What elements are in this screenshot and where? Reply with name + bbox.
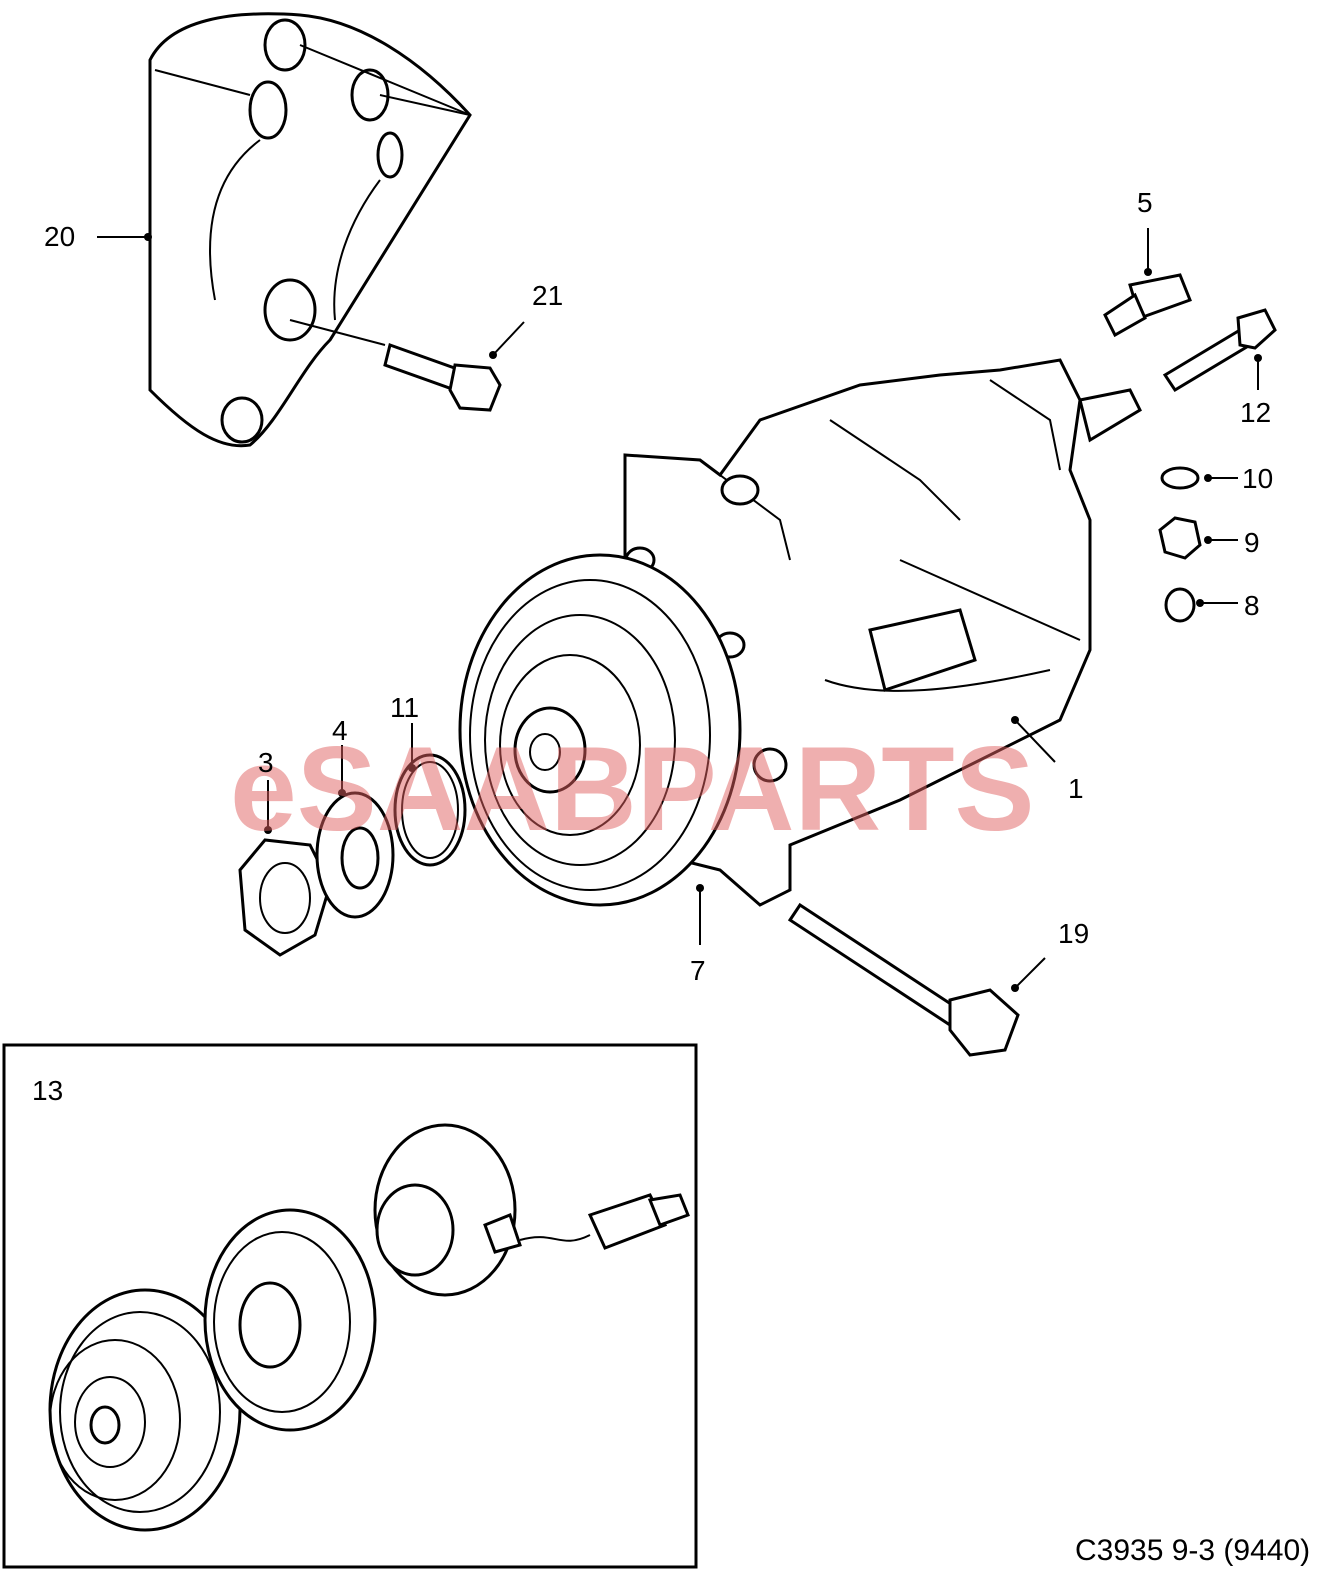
clutch-coil[interactable]	[373, 1123, 690, 1297]
pulley[interactable]	[458, 553, 742, 907]
callout-8: 8	[1244, 590, 1260, 621]
diagram-code: C3935 9-3 (9440)	[1075, 1534, 1310, 1567]
o-ring-8[interactable]	[1164, 587, 1196, 623]
callout-11: 11	[390, 692, 419, 723]
bracket-bolt[interactable]	[383, 343, 502, 412]
hex-nut[interactable]	[238, 838, 332, 957]
callout-9: 9	[1244, 527, 1260, 558]
callout-12: 12	[1240, 397, 1271, 428]
callout-3: 3	[258, 747, 274, 778]
inset-label-13: 13	[32, 1075, 63, 1106]
callout-19: 19	[1058, 918, 1089, 949]
clutch-plate[interactable]	[203, 1208, 377, 1432]
o-ring-11[interactable]	[393, 753, 467, 867]
callout-4: 4	[332, 715, 348, 746]
callout-21: 21	[532, 280, 563, 311]
bolt-12[interactable]	[1162, 308, 1277, 393]
o-ring-10[interactable]	[1160, 466, 1200, 490]
plug[interactable]	[1158, 516, 1202, 560]
callout-labels: 20 21 5 12 10 9 8 1 11 4 3 7 19	[44, 187, 1273, 986]
callout-7: 7	[690, 955, 706, 986]
pressure-switch[interactable]	[1103, 273, 1192, 338]
washer[interactable]	[315, 791, 395, 919]
callout-5: 5	[1137, 187, 1153, 218]
callout-1: 1	[1068, 773, 1084, 804]
callout-20: 20	[44, 221, 75, 252]
watermark: eSAABPARTS	[230, 722, 1035, 856]
mounting-bracket[interactable]	[148, 12, 472, 448]
clutch-pulley[interactable]	[48, 1288, 242, 1532]
long-bolt[interactable]	[787, 902, 1020, 1057]
clutch-kit-inset[interactable]: 13	[2, 1043, 698, 1569]
callout-leaders	[97, 228, 1262, 992]
callout-10: 10	[1242, 463, 1273, 494]
ac-compressor[interactable]	[623, 358, 1142, 907]
